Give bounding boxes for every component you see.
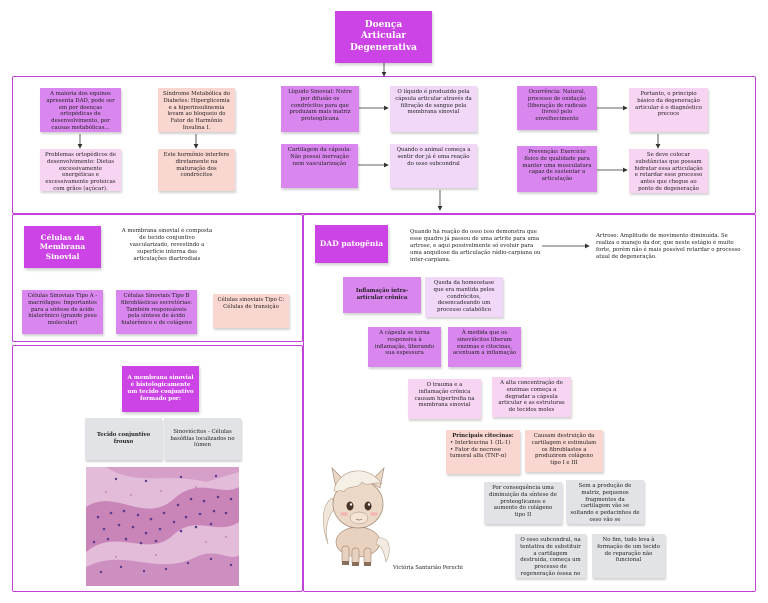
note-early-diagnosis: Portanto, o principio básico da degenera… xyxy=(629,88,708,132)
author-credit: Victória Santurião Peruchi xyxy=(393,565,463,571)
cell-type-a: Células Sinoviais Tipo A - macrófagos: I… xyxy=(22,290,103,334)
artrose-text: Artrose: Amplitude de movimento diminuíd… xyxy=(596,233,741,261)
note-synovial-fluid: Líquido Sinovial: Nutre por difusão os c… xyxy=(281,86,359,132)
note-orthopedic: Problemas ortopédicos de desenvolvimento… xyxy=(40,149,121,191)
pony-illustration xyxy=(322,466,390,566)
note-fluid-production: O líquido é produzido pela cápsula artic… xyxy=(390,86,477,132)
note-hydrate: Se deve colocar substâncias que possam h… xyxy=(629,149,708,193)
subchondral-regeneration: O osso subcondral, na tentativa de subst… xyxy=(515,534,586,578)
nonfunctional-tissue: No fim, tudo leva à formação de um tecid… xyxy=(592,534,665,578)
synoviocytes-release: À medida que os sinoviócitos liberam enz… xyxy=(448,327,521,367)
page-title: Doença Articular Degenerativa xyxy=(335,11,432,63)
pathogenesis-section-frame xyxy=(303,214,756,592)
cartilage-destruction: Causam destruição da cartilagem e estimu… xyxy=(525,430,603,472)
cells-intro: A membrana sinovial é composta de tecido… xyxy=(121,228,213,263)
pathogenesis-header: DAD patogênia xyxy=(315,225,388,263)
pathogenesis-intro: Quando há reação do osso isso demonstra … xyxy=(410,229,541,264)
cytokine-2: • Fator de necrose tumoral alfa (TNF-α) xyxy=(450,446,507,460)
note-dad-cause: A maioria dos equinos apresenta DAD, pod… xyxy=(40,88,121,132)
cytokines-title: Principais citocinas: xyxy=(452,433,514,439)
cells-section-frame xyxy=(12,214,303,342)
note-pain: Quando o animal começa a sentir dor já é… xyxy=(390,144,477,188)
note-occurrence: Ocorrência: Natural, processo de oxidaçã… xyxy=(517,86,597,130)
histology-image xyxy=(86,467,239,586)
cell-type-c: Células sinoviais Tipo C: Células de tra… xyxy=(213,294,289,328)
note-hormone: Este hormônio interfere diretamente na m… xyxy=(158,149,235,191)
histology-header: A membrana sinovial é histologicamente u… xyxy=(122,366,199,412)
trauma-hypertrophy: O trauma e a inflamação crônica causam h… xyxy=(408,379,481,419)
enzyme-degradation: A alta concentração de enzimas começa a … xyxy=(492,377,571,417)
synoviocytes: Sinoviócitos - Células basófilas localiz… xyxy=(164,418,241,460)
capsule-response: A cápsula se torna responsiva à inflamaç… xyxy=(368,327,441,367)
histology-section-frame xyxy=(12,345,303,592)
proteoglycan-decrease: Por consequência uma diminuição da sínte… xyxy=(484,482,562,524)
cell-type-b: Células Sinoviais Tipo B fibroblásticas … xyxy=(116,290,197,334)
chronic-inflammation: Inflamação intra-articular crônica xyxy=(343,277,421,313)
cells-header: Células da Membrana Sinovial xyxy=(24,226,101,268)
note-metabolic: Síndrome Metabólica do Diabetes: Hipergl… xyxy=(158,88,235,132)
cytokines: Principais citocinas: • Interleucina 1 (… xyxy=(446,430,520,474)
homeostasis-drop: Queda da homeostase que era mantida pelo… xyxy=(425,277,503,317)
loose-tissue: Tecido conjuntivo frouxo xyxy=(85,418,162,460)
matrix-fragments: Sem a produção de matriz, pequenos fragm… xyxy=(566,480,644,524)
cytokine-1: • Interleucina 1 (IL-1) xyxy=(450,439,511,446)
note-cartilage: Cartilagem da cápsula: Não possui inerva… xyxy=(281,144,358,188)
note-prevention: Prevenção: Exercício físico de qualidade… xyxy=(517,146,597,192)
